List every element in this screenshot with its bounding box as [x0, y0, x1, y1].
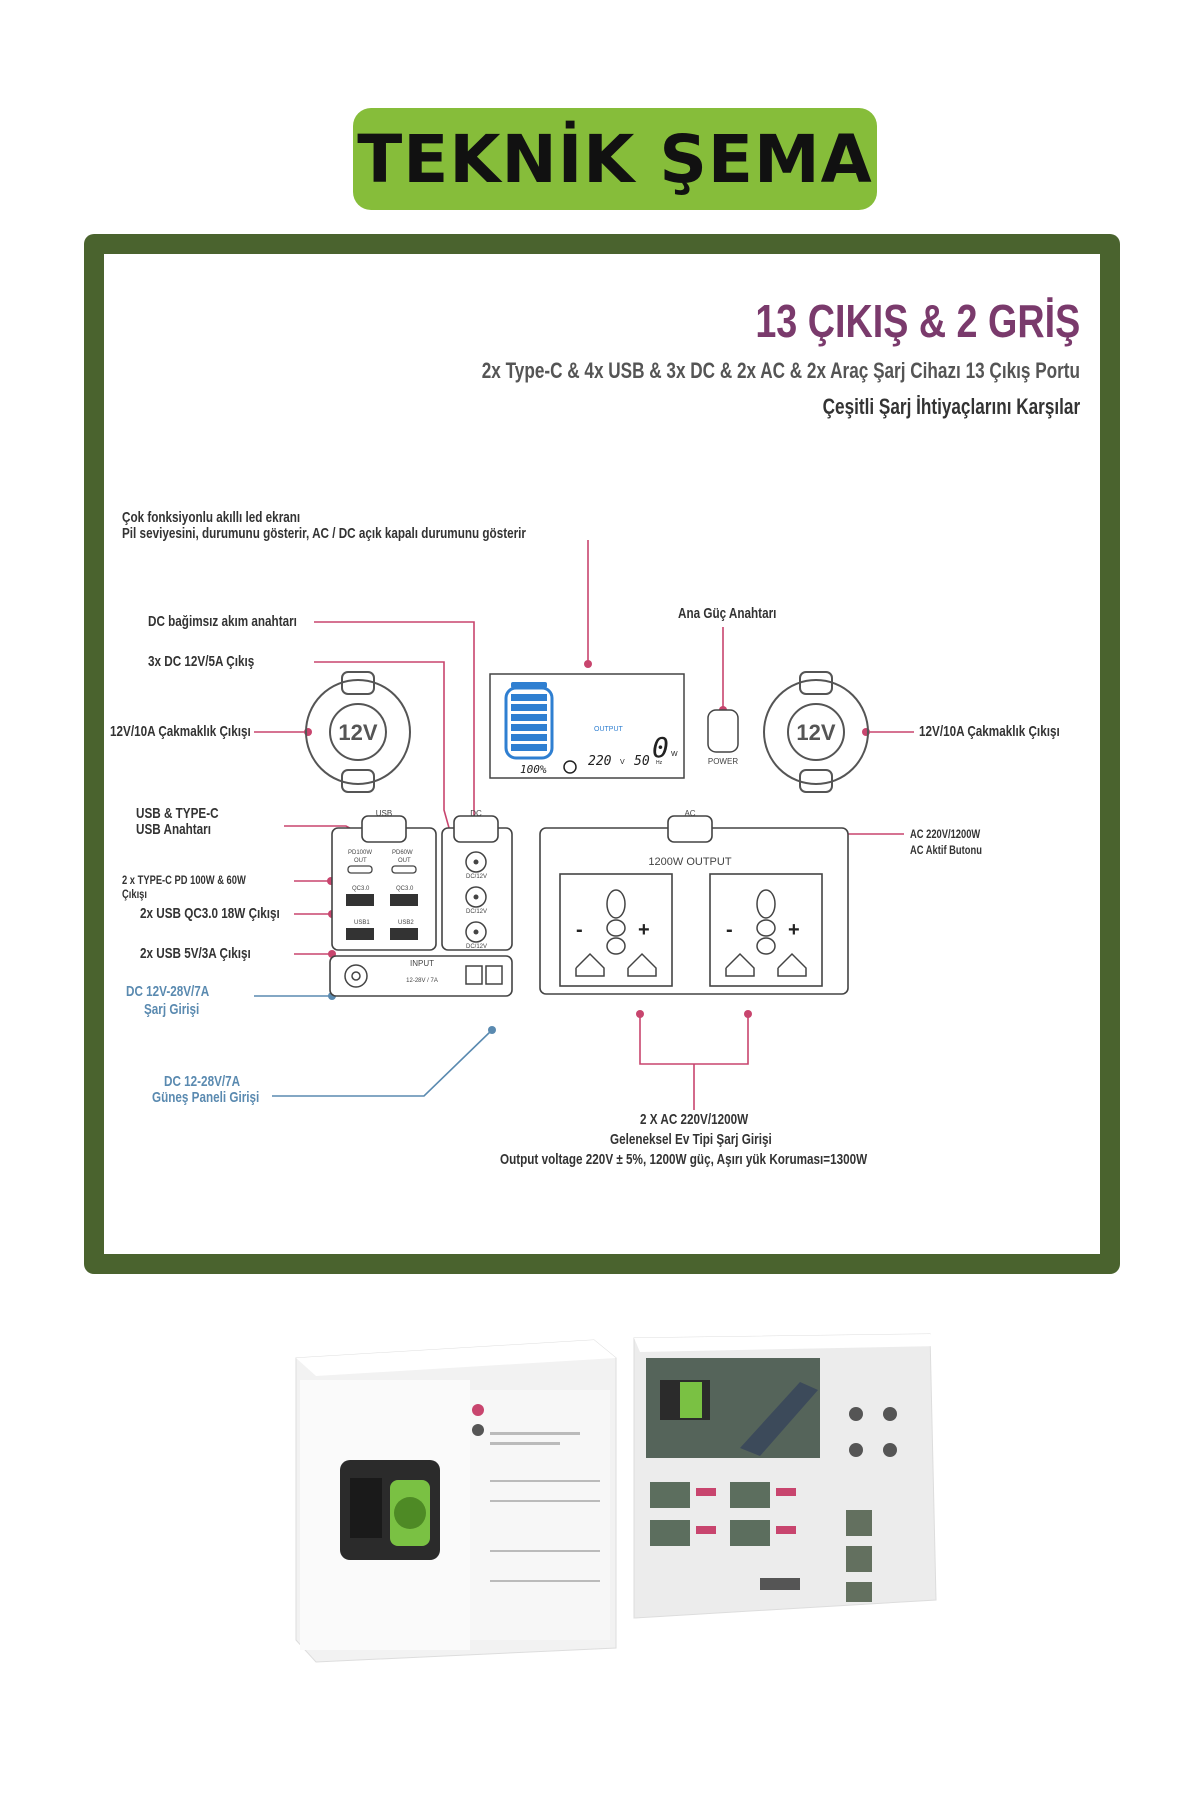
svg-text:PD100W: PD100W [348, 850, 372, 856]
ac-panel [539, 815, 849, 995]
page-title: TEKNİK ŞEMA [357, 120, 873, 198]
product-box-image [295, 1333, 940, 1663]
svg-text:+: + [638, 919, 650, 941]
box-back-right [633, 1333, 940, 1619]
svg-text:Hz: Hz [656, 760, 663, 766]
leader-lines [254, 540, 914, 1110]
qc-callout: 2x USB QC3.0 18W Çıkışı [140, 905, 280, 922]
input-leader-lines [254, 995, 493, 1097]
car-socket-left [305, 671, 411, 793]
usb5v-callout: 2x USB 5V/3A Çıkışı [140, 945, 251, 962]
led-callout-2: Pil seviyesini, durumunu gösterir, AC / … [122, 525, 526, 542]
main-power-callout: Ana Güç Anahtarı [678, 605, 777, 622]
car-socket-left-label: 12V [338, 720, 377, 745]
ac-callout-2: Geleneksel Ev Tipi Şarj Girişi [610, 1131, 772, 1148]
car-right-callout: 12V/10A Çakmaklık Çıkışı [919, 723, 1060, 740]
car-socket-right [763, 671, 869, 793]
dc-input-callout-2: Şarj Girişi [144, 1001, 200, 1018]
ac-button-callout-2: AC Aktif Butonu [910, 843, 982, 857]
svg-text:W: W [671, 751, 678, 758]
diagram-tagline: Çeşitli Şarj İhtiyaçlarını Karşılar [822, 394, 1080, 419]
display-watts: 0 [652, 731, 669, 764]
input-spec: 12-28V / 7A [406, 978, 438, 984]
input-label: INPUT [410, 959, 434, 968]
dc-switch-callout: DC bağimsız akım anahtarı [148, 613, 297, 630]
svg-text:-: - [576, 919, 583, 941]
svg-text:USB2: USB2 [398, 920, 414, 926]
svg-text:QC3.0: QC3.0 [352, 886, 370, 892]
svg-text:-: - [726, 919, 733, 941]
svg-text:OUT: OUT [398, 858, 411, 864]
car-socket-right-label: 12V [796, 720, 835, 745]
diagram-heading: 13 ÇIKIŞ & 2 GRİŞ [755, 295, 1080, 347]
box-front-left [295, 1339, 617, 1663]
dc-switch-label: DC [470, 809, 482, 818]
typec-callout-2: Çıkışı [122, 887, 147, 901]
device-diagram: 12V 12V OUTPUT 0 W 100% 220 V 50 Hz [254, 540, 914, 1110]
display-frequency: 50 [634, 754, 650, 769]
dc-output-callout: 3x DC 12V/5A Çıkış [148, 653, 255, 670]
ac-outlet-shapes [575, 889, 807, 977]
svg-text:V: V [620, 759, 625, 766]
led-display: OUTPUT 0 W 100% 220 V 50 Hz [489, 673, 685, 779]
ac-callout-1: 2 X AC 220V/1200W [640, 1111, 749, 1128]
power-label: POWER [708, 757, 738, 766]
car-left-callout: 12V/10A Çakmaklık Çıkışı [110, 723, 251, 740]
svg-text:PD60W: PD60W [392, 850, 413, 856]
dc-input-callout-1: DC 12V-28V/7A [126, 983, 210, 1000]
usb-switch-callout-2: USB Anahtarı [136, 821, 211, 838]
ac-callout-3: Output voltage 220V ± 5%, 1200W güç, Aşı… [500, 1151, 868, 1168]
diagram-subtitle: 2x Type-C & 4x USB & 3x DC & 2x AC & 2x … [481, 358, 1080, 383]
svg-text:QC3.0: QC3.0 [396, 886, 414, 892]
usb-switch-callout-1: USB & TYPE-C [136, 805, 219, 822]
svg-text:DC/12V: DC/12V [466, 874, 487, 880]
title-banner: TEKNİK ŞEMA [353, 108, 877, 210]
usb-switch-label: USB [376, 809, 392, 818]
svg-text:DC/12V: DC/12V [466, 909, 487, 915]
solar-callout-1: DC 12-28V/7A [164, 1073, 241, 1090]
ac-switch-label: AC [684, 809, 695, 818]
svg-text:+: + [788, 919, 800, 941]
display-output-label: OUTPUT [594, 726, 624, 733]
display-voltage: 220 [588, 754, 612, 769]
solar-callout-2: Güneş Paneli Girişi [152, 1089, 260, 1106]
diagram-panel: 13 ÇIKIŞ & 2 GRİŞ 2x Type-C & 4x USB & 3… [104, 254, 1100, 1254]
main-power-button [707, 709, 739, 753]
ac-button-callout-1: AC 220V/1200W [910, 827, 981, 841]
led-callout-1: Çok fonksiyonlu akıllı led ekranı [122, 509, 301, 526]
ac-output-label: 1200W OUTPUT [648, 856, 731, 868]
svg-text:DC/12V: DC/12V [466, 944, 487, 950]
svg-text:USB1: USB1 [354, 920, 370, 926]
display-battery: 100% [520, 763, 547, 776]
typec-callout-1: 2 x TYPE-C PD 100W & 60W [122, 873, 246, 887]
svg-text:OUT: OUT [354, 858, 367, 864]
